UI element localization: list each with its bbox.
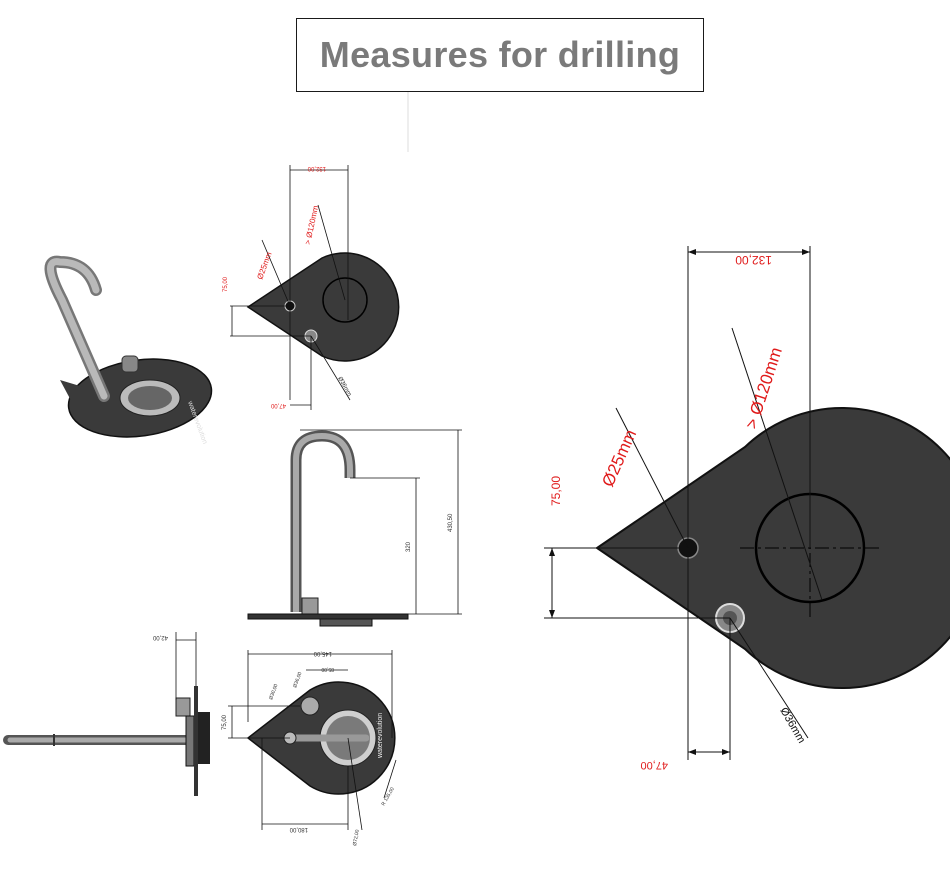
arrow-o-left xyxy=(688,749,696,755)
side-knob xyxy=(301,597,319,615)
iso-spout-shine xyxy=(47,258,108,400)
side-plate xyxy=(247,613,409,620)
small-height-label: 75,00 xyxy=(223,276,229,292)
bm-leader-side xyxy=(383,759,397,799)
title-box: Measures for drilling xyxy=(296,18,704,92)
large-height-label: 75,00 xyxy=(549,476,563,506)
large-hole-small-label: Ø25mm xyxy=(598,427,640,490)
bm-width-total: 145,00 xyxy=(313,650,332,656)
arrow-w-left xyxy=(688,249,696,255)
bottom-depth-label: 42,00 xyxy=(152,634,168,640)
bottom-drain xyxy=(198,712,210,764)
side-spout xyxy=(290,430,356,612)
side-drain xyxy=(319,618,373,627)
arrow-h-bottom xyxy=(549,610,555,618)
large-width-label: 132,00 xyxy=(735,253,772,267)
bm-drain-label: Ø72,00 xyxy=(352,829,361,846)
large-top-view: 132,00 75,00 47,00 > Ø120mm Ø25mm Ø36mm xyxy=(544,246,950,771)
large-hole-side-label: Ø36mm xyxy=(777,706,807,746)
small-width-label: 132,00 xyxy=(307,165,326,171)
small-hole-large xyxy=(322,277,368,323)
small-leader-small xyxy=(261,239,291,307)
side-height-inner: 320 xyxy=(406,541,412,552)
isometric-view: waterevolution xyxy=(44,255,213,445)
small-top-view: 132,00 75,00 47,00 > Ø120mm Ø25mm Ø36mm xyxy=(223,165,400,410)
small-offset-label: 47,00 xyxy=(270,402,286,408)
bottom-side-view: 42,00 xyxy=(3,632,210,796)
small-hole-small-label: Ø25mm xyxy=(255,251,273,281)
small-plate xyxy=(246,252,400,362)
small-leader-large xyxy=(317,204,346,301)
bottom-knob xyxy=(175,697,191,717)
large-offset-label: 47,00 xyxy=(640,759,668,771)
bottom-brand: waterevolution xyxy=(377,713,384,759)
iso-drain-grid xyxy=(128,386,172,410)
bottom-knob-top xyxy=(300,696,320,716)
bm-hole-b: Ø36,00 xyxy=(292,671,303,689)
large-hole-big-label: > Ø120mm xyxy=(742,345,786,431)
bm-hole-a: Ø30,00 xyxy=(268,683,279,701)
small-hole-side-label: Ø36mm xyxy=(336,376,352,397)
large-leader-side xyxy=(729,617,809,739)
bm-height-label: 75,00 xyxy=(222,714,228,730)
bm-leader-drain xyxy=(347,737,363,831)
small-leader-side xyxy=(310,335,351,401)
arrow-w-right xyxy=(802,249,810,255)
bottom-plate xyxy=(194,686,198,796)
side-view: 320 430,50 xyxy=(247,429,462,627)
bottom-body xyxy=(185,715,195,767)
side-spout-shine xyxy=(293,433,353,612)
iso-plate-tip xyxy=(60,380,100,408)
large-leader-small xyxy=(615,407,689,549)
bm-width-inner: 85,00 xyxy=(321,666,334,672)
side-height-total: 430,50 xyxy=(448,513,454,532)
arrow-h-top xyxy=(549,548,555,556)
bm-side-label: R 135,00 xyxy=(381,786,396,807)
iso-knob xyxy=(121,355,139,373)
large-leader-big xyxy=(731,327,823,601)
bm-length-label: 180,00 xyxy=(289,826,308,832)
bottom-top-view: waterevolution 145,00 85,00 Ø30,00 Ø36,0… xyxy=(222,650,397,846)
small-hole-large-label: > Ø120mm xyxy=(303,204,320,245)
page-title: Measures for drilling xyxy=(319,34,681,75)
arrow-o-right xyxy=(722,749,730,755)
